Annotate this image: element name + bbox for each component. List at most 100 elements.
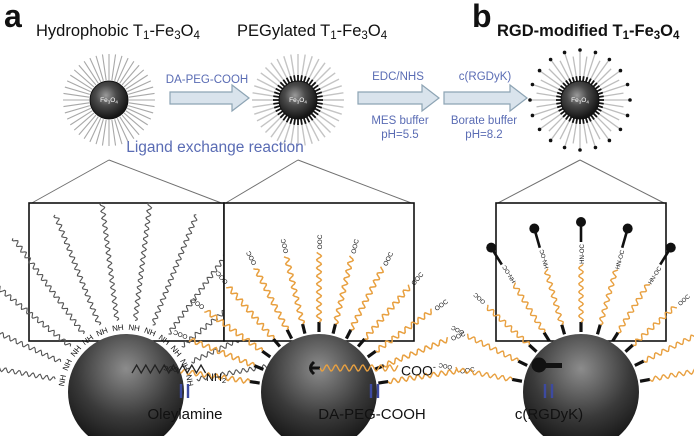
- particle-surface: [68, 334, 184, 436]
- peg-chain: [333, 255, 355, 325]
- nh-label: NH: [128, 323, 141, 333]
- dopamine-anchor: [611, 331, 620, 342]
- peg-chain: [466, 333, 519, 362]
- dopamine-anchor: [517, 359, 528, 367]
- nh-label: NH: [95, 326, 109, 339]
- peg-chain: [387, 368, 458, 385]
- title-rgd-modified: RGD-modified T1-Fe3O4: [497, 22, 680, 42]
- step2-top-label: EDC/NHS: [372, 71, 424, 83]
- oleylamine-chain-icon: [131, 363, 207, 375]
- oleylamine-formula: NH2: [206, 372, 227, 385]
- peg-chain: [383, 337, 449, 368]
- step3-top-label: c(RGDyK): [458, 71, 512, 83]
- ooc-label: OOC: [472, 291, 487, 305]
- hn-oc-label: HN-OC: [615, 249, 626, 270]
- nh-label: NH: [143, 326, 157, 339]
- panel-label-a: a: [4, 0, 22, 34]
- dopamine-anchor: [624, 343, 634, 353]
- ooc-label: OOC: [163, 364, 179, 373]
- peg-chain: [486, 304, 531, 346]
- arrow-step3: [443, 83, 528, 113]
- peg-chain: [315, 251, 323, 323]
- dopamine-anchor: [511, 377, 523, 383]
- peg-chain-icon: [309, 360, 399, 376]
- peg-chain: [543, 268, 564, 326]
- peg-chain: [643, 334, 694, 363]
- oleylamine-chain: [11, 238, 85, 335]
- equals-marks: [179, 384, 554, 398]
- ooc-label: OOC: [280, 238, 290, 254]
- peg-chain: [512, 282, 546, 333]
- oleylamine-chain: [0, 285, 72, 347]
- oleylamine-chain: [0, 367, 56, 381]
- particle-surface: [261, 334, 377, 436]
- dopamine-anchor: [542, 331, 551, 342]
- dopamine-anchor: [261, 349, 272, 359]
- peg-chain: [283, 256, 305, 325]
- oleylamine-chain: [99, 202, 120, 322]
- dopamine-anchor: [528, 343, 538, 353]
- core-label: Fe3O4: [289, 97, 307, 105]
- rgd-nanoparticle: Fe3O4: [528, 48, 632, 152]
- peg-chain: [598, 269, 619, 326]
- oleylamine-chain: [151, 214, 198, 326]
- peg-chain: [204, 309, 264, 352]
- rgd-head: [529, 223, 540, 234]
- rgd-head: [665, 242, 676, 253]
- zoom-lines: [29, 159, 667, 205]
- step1-label: DA-PEG-COOH: [165, 74, 249, 86]
- ligand-exchange-label: Ligand exchange reaction: [126, 139, 304, 156]
- dopamine-anchor: [301, 323, 307, 335]
- peg-chain: [226, 286, 275, 340]
- nh-label: NH: [178, 358, 191, 372]
- core-label: Fe3O4: [100, 97, 118, 105]
- peg-chain: [253, 268, 290, 331]
- oleylamine-chain: [0, 331, 62, 363]
- panel-label-b: b: [472, 0, 492, 34]
- core-label: Fe3O4: [571, 97, 589, 105]
- peg-formula: COO-: [401, 362, 436, 379]
- ooc-label: OOC: [678, 294, 693, 308]
- ooc-label: OOC: [450, 323, 466, 335]
- oleylamine-chain: [133, 202, 153, 322]
- arrow-step2: [357, 83, 440, 113]
- dopamine-anchor: [356, 337, 366, 348]
- dopamine-anchor: [378, 379, 389, 385]
- dopamine-anchor: [272, 337, 282, 348]
- peg-chain: [364, 284, 411, 341]
- dopamine-anchor: [344, 328, 353, 340]
- arrow-step1: [169, 83, 250, 113]
- dopamine-anchor: [253, 364, 265, 371]
- title-pegylated: PEGylated T1-Fe3O4: [237, 22, 388, 42]
- peg-chain: [180, 368, 251, 384]
- dopamine-anchor: [595, 324, 602, 335]
- dopamine-anchor: [366, 349, 377, 359]
- peg-chain: [577, 263, 585, 323]
- legend-oleylamine: Oleylamine: [147, 406, 223, 423]
- dopamine-anchor: [560, 324, 567, 335]
- legend-rgd: c(RGDyK): [514, 406, 584, 423]
- oleylamine-chain: [53, 214, 102, 326]
- dopamine-anchor: [639, 377, 651, 383]
- ooc-label: OOC: [438, 361, 453, 369]
- dopamine-anchor: [331, 323, 337, 335]
- rgd-head: [576, 217, 586, 227]
- peg-chain: [188, 337, 255, 367]
- hn-oc-label: HN-OC: [539, 248, 550, 269]
- rgd-head: [622, 223, 633, 234]
- zoom-box-rgd: OOCOOCOOCHN-OCHN-OCHN-OCHN-OCHN-OCOOCOOC…: [438, 202, 694, 436]
- nanoparticle-core: [89, 80, 129, 120]
- dopamine-anchor: [634, 359, 645, 367]
- rgd-peptide-icon: [531, 357, 562, 373]
- nh-label: NH: [61, 358, 74, 372]
- peg-chain: [617, 284, 651, 334]
- peg-chain: [649, 368, 694, 382]
- peg-chain: [632, 306, 678, 347]
- dopamine-anchor: [285, 328, 294, 340]
- peg-chain: [455, 366, 513, 382]
- ooc-label: OOC: [317, 234, 324, 249]
- nh-label: NH: [57, 374, 68, 387]
- nh-label: NH: [112, 323, 125, 333]
